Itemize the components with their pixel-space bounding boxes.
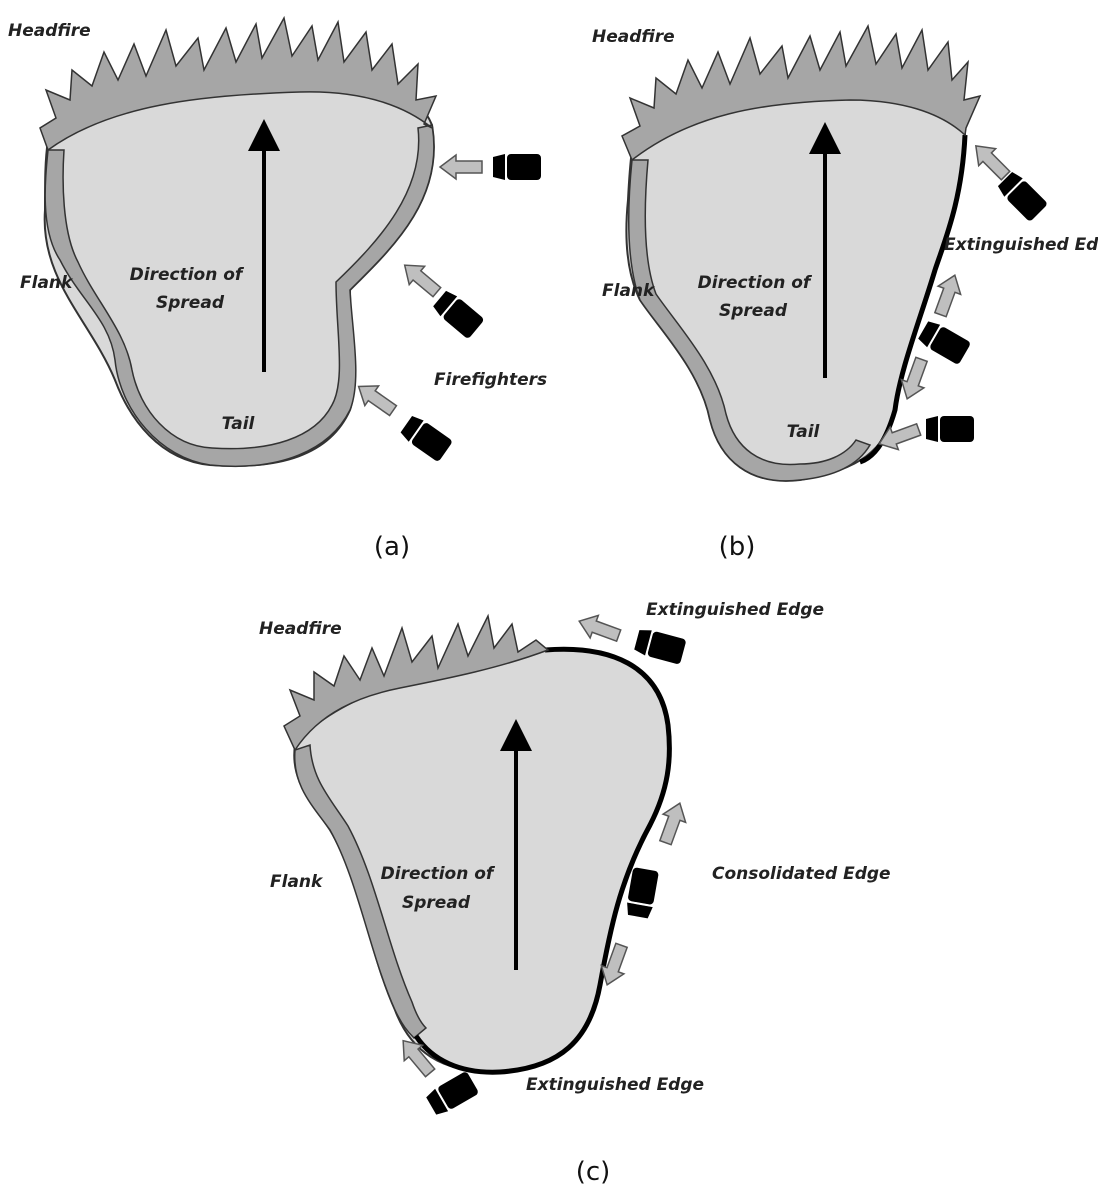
panel-a: Headfire Flank Direction of Spread Tail … xyxy=(8,18,547,562)
direction-label-line2: Spread xyxy=(719,301,788,321)
caption-b: (b) xyxy=(719,532,756,562)
arrow-icon xyxy=(575,610,623,647)
direction-label-line1: Direction of xyxy=(130,265,245,285)
direction-label-line1: Direction of xyxy=(381,864,496,884)
headfire-label: Headfire xyxy=(8,21,91,41)
firefighter-truck-icon xyxy=(493,154,541,180)
firefighter-truck-icon xyxy=(425,1071,480,1118)
direction-label-line2: Spread xyxy=(156,293,225,313)
flank-label: Flank xyxy=(20,273,74,293)
extinguished-edge-label: Extinguished Edge xyxy=(944,235,1098,255)
direction-label-line1: Direction of xyxy=(698,273,813,293)
arrow-icon xyxy=(397,256,445,301)
headfire-label: Headfire xyxy=(592,27,675,47)
flank-label: Flank xyxy=(602,281,656,301)
extinguished-edge-bottom-label: Extinguished Edge xyxy=(526,1075,704,1095)
firefighter-truck-icon xyxy=(431,289,484,340)
panel-c: Headfire Flank Direction of Spread Extin… xyxy=(259,600,891,1187)
direction-label-line2: Spread xyxy=(402,893,471,913)
flank-label: Flank xyxy=(270,872,324,892)
caption-a: (a) xyxy=(374,532,410,562)
tail-label: Tail xyxy=(787,422,821,442)
arrow-icon xyxy=(440,155,482,179)
arrow-icon xyxy=(352,377,400,421)
caption-c: (c) xyxy=(576,1157,611,1187)
extinguished-edge-top-label: Extinguished Edge xyxy=(646,600,824,620)
firefighter-truck-icon xyxy=(625,867,659,919)
consolidated-edge-label: Consolidated Edge xyxy=(712,864,891,884)
firefighters-label: Firefighters xyxy=(434,370,547,390)
firefighter-truck-icon xyxy=(926,416,974,442)
firefighter-truck-icon xyxy=(399,414,453,463)
firefighter-truck-icon xyxy=(917,319,972,366)
panel-b: Headfire Flank Direction of Spread Tail … xyxy=(592,26,1098,562)
firefighter-truck-icon xyxy=(633,627,686,665)
tail-label: Tail xyxy=(222,414,256,434)
headfire-label: Headfire xyxy=(259,619,342,639)
